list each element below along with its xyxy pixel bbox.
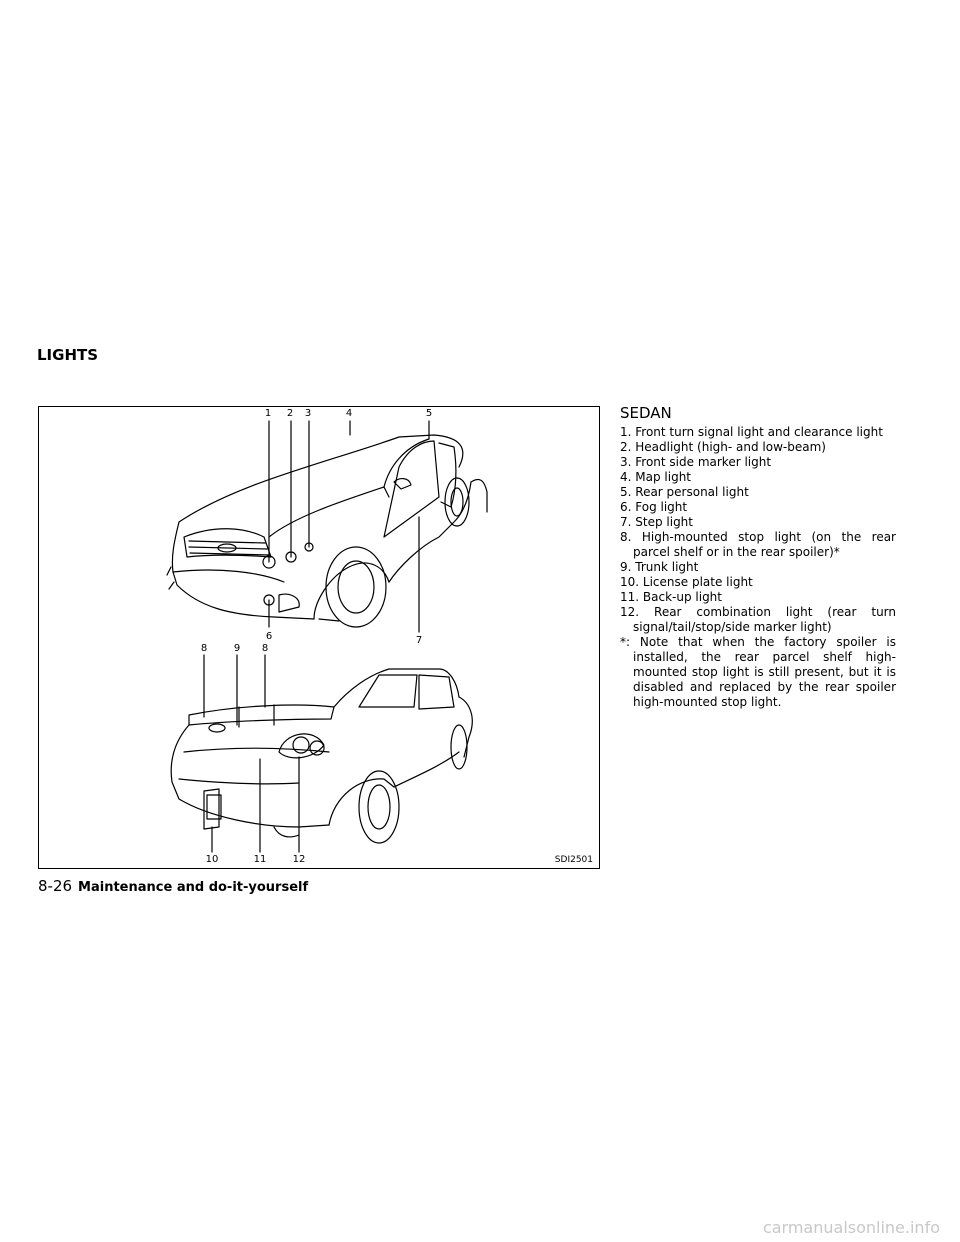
- page-number: 8-26: [38, 877, 73, 895]
- callout-4: 4: [345, 408, 353, 419]
- footer-section: Maintenance and do-it-yourself: [78, 880, 309, 895]
- callout-1: 1: [264, 408, 272, 419]
- list-item: 5. Rear personal light: [620, 485, 749, 499]
- callout-10: 10: [205, 854, 219, 865]
- list-item: 1. Front turn signal light and clearance…: [620, 425, 883, 439]
- callout-2: 2: [286, 408, 294, 419]
- list-item: 2. Headlight (high- and low-beam): [620, 440, 826, 454]
- watermark-text: carmanualsonline.info: [762, 1218, 940, 1237]
- list-item: 9. Trunk light: [620, 560, 699, 574]
- footnote: *: Note that when the factory spoiler is…: [620, 635, 896, 709]
- list-item: 8. High-mounted stop light (on the rear …: [620, 530, 896, 559]
- callout-11: 11: [253, 854, 267, 865]
- list-item: 4. Map light: [620, 470, 691, 484]
- list-item: 10. License plate light: [620, 575, 753, 589]
- list-item: 12. Rear combination light (rear turn si…: [620, 605, 896, 634]
- callout-7: 7: [415, 635, 423, 646]
- callout-8a: 8: [200, 643, 208, 654]
- callout-8b: 8: [261, 643, 269, 654]
- list-item: 3. Front side marker light: [620, 455, 772, 469]
- callout-3: 3: [304, 408, 312, 419]
- list-item: 7. Step light: [620, 515, 693, 529]
- section-title: LIGHTS: [37, 346, 99, 364]
- light-list: 1. Front turn signal light and clearance…: [620, 425, 896, 710]
- list-item: 6. Fog light: [620, 500, 688, 514]
- callout-12: 12: [292, 854, 306, 865]
- callout-6: 6: [265, 631, 273, 642]
- page-footer: 8-26 Maintenance and do-it-yourself: [38, 877, 308, 895]
- light-list-column: SEDAN 1. Front turn signal light and cle…: [620, 404, 896, 710]
- callout-5: 5: [425, 408, 433, 419]
- car-illustration: [166, 420, 488, 853]
- sedan-heading: SEDAN: [620, 404, 672, 422]
- car-lights-figure: 1 2 3 4 5 6 7 8 9 8 10 11 12 SDI2501: [38, 406, 600, 869]
- list-item: 11. Back-up light: [620, 590, 722, 604]
- figure-code: SDI2501: [554, 855, 593, 865]
- callout-9: 9: [233, 643, 241, 654]
